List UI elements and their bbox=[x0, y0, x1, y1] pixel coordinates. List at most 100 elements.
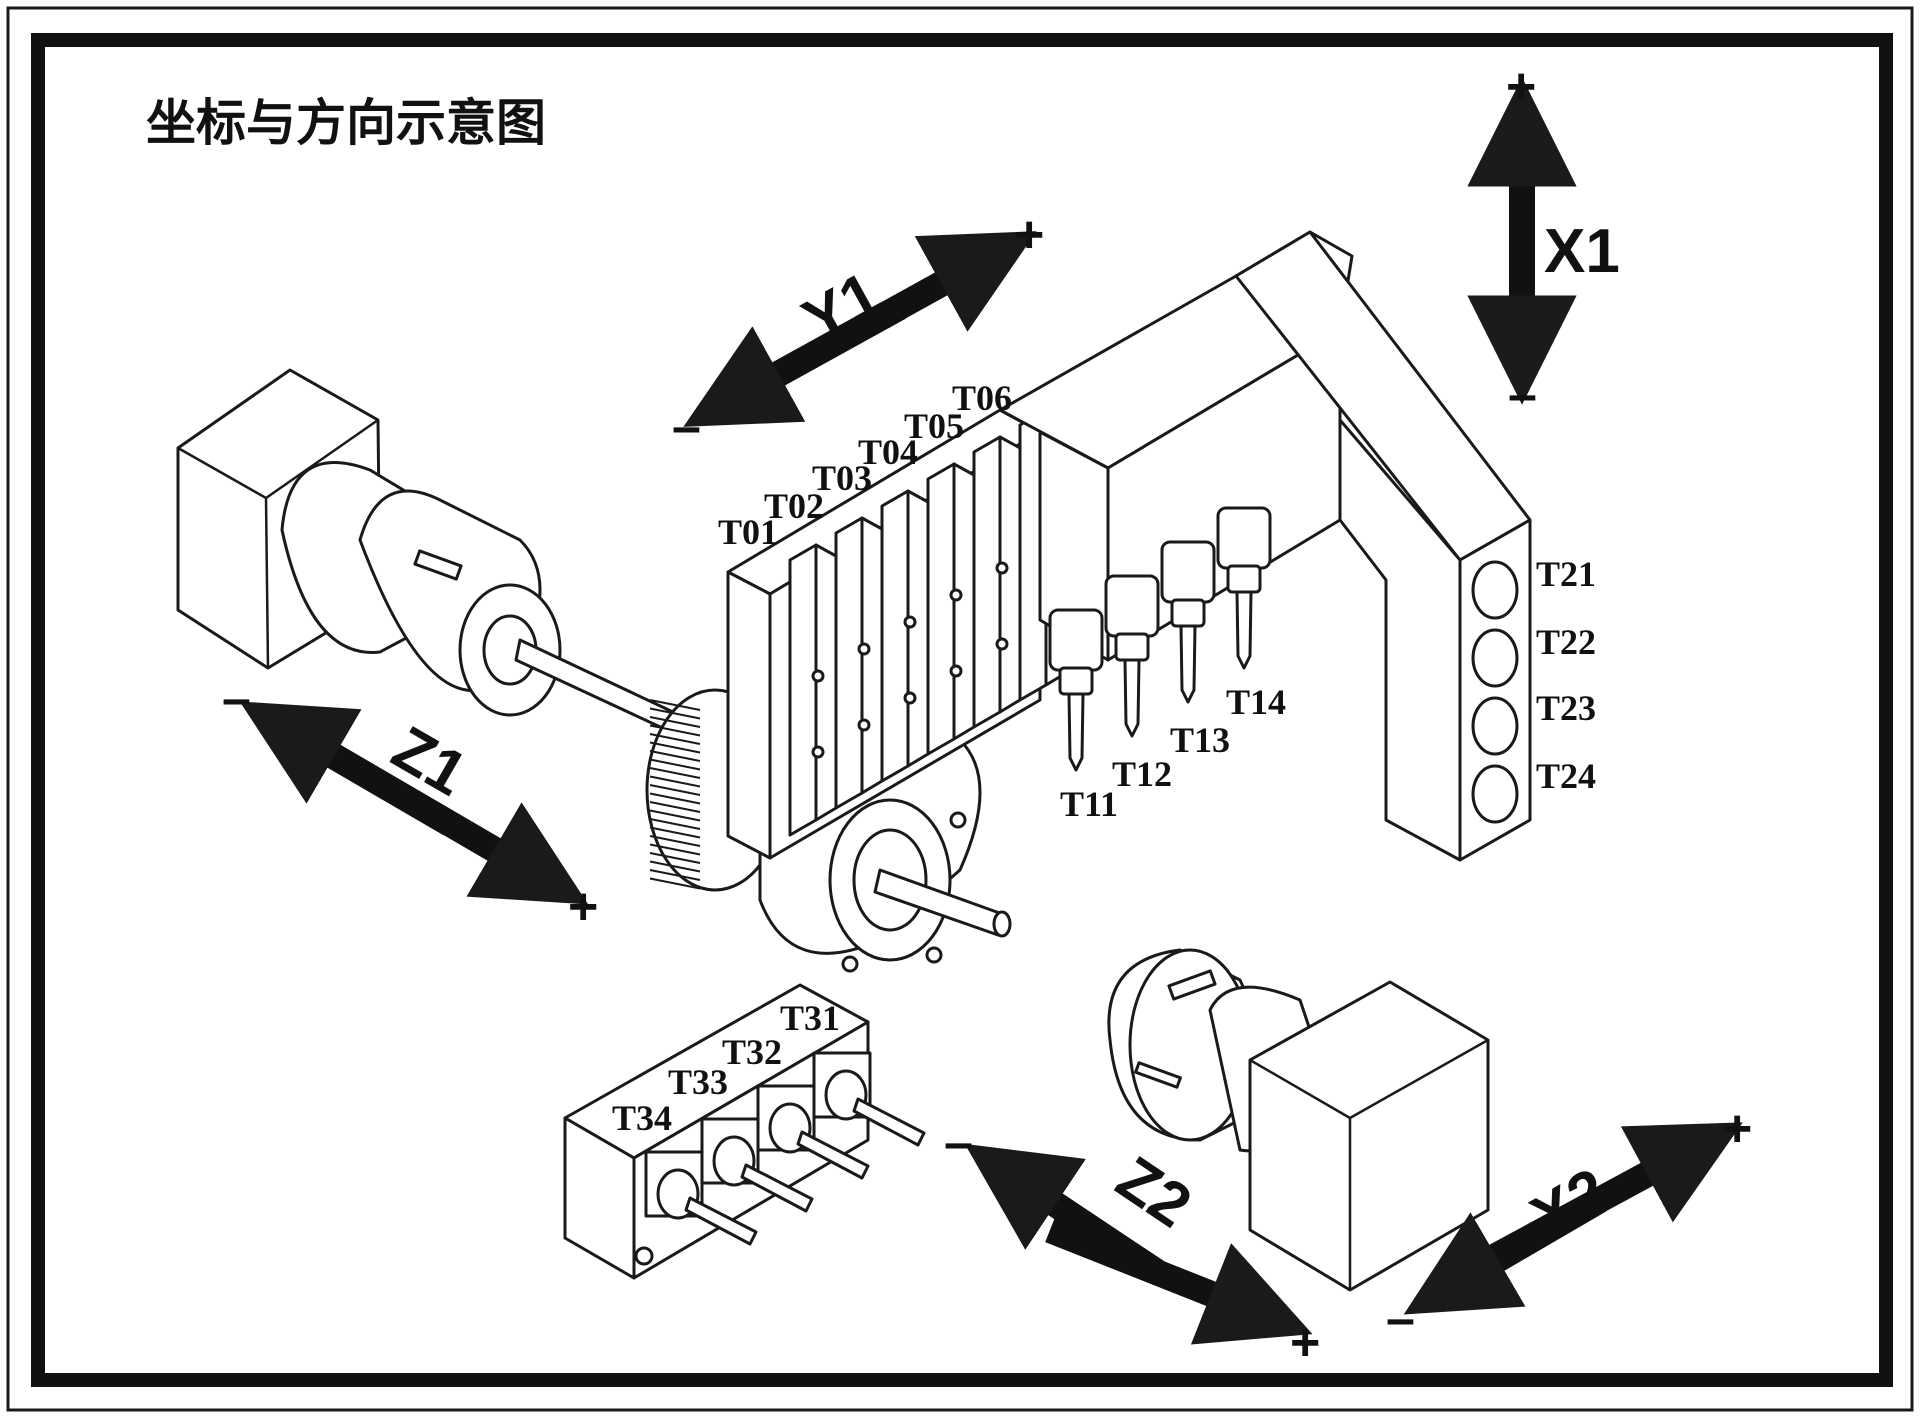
tool-label: T31 bbox=[780, 998, 840, 1038]
gear-tooth bbox=[649, 877, 701, 890]
gear-tooth bbox=[649, 699, 701, 711]
tool-slot-side bbox=[814, 543, 838, 822]
tool-slot bbox=[834, 516, 864, 810]
tool-hole bbox=[1471, 628, 1519, 688]
screw bbox=[949, 588, 963, 602]
spindle-collar bbox=[1048, 608, 1104, 672]
drill-bit bbox=[852, 1097, 926, 1147]
screw bbox=[995, 561, 1009, 575]
gear-tooth bbox=[649, 707, 701, 720]
tool-label: T24 bbox=[1536, 756, 1596, 796]
gear-tooth bbox=[649, 852, 701, 864]
screw bbox=[903, 691, 917, 705]
tool-labels: T01 T02 T03 T04 T05 T06 T11 T12 T13 T14 … bbox=[612, 378, 1596, 1138]
axis-z2-plus: + bbox=[1290, 1314, 1320, 1372]
axis-x1: X1 + – bbox=[1467, 58, 1620, 424]
gear-tooth bbox=[649, 767, 701, 779]
tool-label: T33 bbox=[668, 1062, 728, 1102]
axis-z1: Z1 + – bbox=[222, 670, 598, 936]
spindle-nut bbox=[1114, 632, 1150, 662]
axis-z1-minus: – bbox=[222, 670, 251, 728]
screw bbox=[995, 637, 1009, 651]
gear-tooth bbox=[649, 801, 701, 813]
tool-label: T14 bbox=[1226, 682, 1286, 722]
tool-label: T23 bbox=[1536, 688, 1596, 728]
spindle-nut bbox=[1058, 666, 1094, 696]
gear-tooth bbox=[649, 809, 701, 822]
axis-y1-plus: + bbox=[1014, 206, 1044, 264]
tool-slot-side bbox=[906, 489, 930, 768]
gear-tooth bbox=[649, 860, 701, 873]
gear-tooth bbox=[649, 843, 701, 856]
axis-z2-minus: – bbox=[944, 1114, 973, 1172]
gear-tooth bbox=[649, 826, 701, 839]
axis-x2-minus: – bbox=[1386, 1290, 1415, 1348]
spindle-collar bbox=[1216, 506, 1272, 570]
diagram-title: 坐标与方向示意图 bbox=[146, 94, 546, 152]
drill-bit bbox=[1235, 590, 1253, 670]
spindle-collar bbox=[1104, 574, 1160, 638]
tool-label: T05 bbox=[904, 406, 964, 446]
spindle-collar bbox=[1160, 540, 1216, 604]
tool-label: T03 bbox=[812, 458, 872, 498]
main-spindle bbox=[176, 368, 692, 740]
axis-x1-minus: – bbox=[1508, 366, 1537, 424]
axis-y1-minus: – bbox=[672, 398, 701, 456]
inner-frame bbox=[31, 33, 1893, 1387]
tool-slot-side bbox=[860, 516, 884, 795]
tool-slot bbox=[972, 435, 1002, 729]
screw bbox=[857, 642, 871, 656]
spindle-nut bbox=[1170, 598, 1206, 628]
side-column bbox=[1234, 230, 1532, 862]
drill-bit bbox=[1067, 692, 1085, 772]
screw bbox=[811, 745, 825, 759]
axis-x2-plus: + bbox=[1722, 1100, 1752, 1158]
gear-tooth bbox=[649, 741, 701, 754]
tool-label: T11 bbox=[1060, 784, 1118, 824]
gear-tooth bbox=[649, 818, 701, 830]
tool-label: T21 bbox=[1536, 554, 1596, 594]
screw bbox=[811, 669, 825, 683]
gear-tooth bbox=[649, 750, 701, 762]
gear-tooth bbox=[649, 724, 701, 737]
tool-slot-side bbox=[952, 462, 976, 741]
drill-bit bbox=[1123, 658, 1141, 738]
tool-label: T01 bbox=[718, 512, 778, 552]
tool-hole bbox=[1471, 764, 1519, 824]
screw bbox=[903, 615, 917, 629]
gear-tooth bbox=[649, 716, 701, 728]
lower-tool-block bbox=[563, 983, 926, 1280]
sub-spindle bbox=[1107, 948, 1490, 1292]
drill-bit bbox=[796, 1130, 870, 1180]
tool-label: T22 bbox=[1536, 622, 1596, 662]
gear-tooth bbox=[649, 792, 701, 805]
axis-x1-label: X1 bbox=[1544, 217, 1620, 286]
axis-y1-label: Y1 bbox=[792, 259, 892, 356]
axis-x1-plus: + bbox=[1506, 58, 1536, 116]
upper-head bbox=[998, 230, 1354, 772]
tool-slot bbox=[788, 543, 818, 837]
tool-slot bbox=[880, 489, 910, 783]
screw bbox=[857, 718, 871, 732]
gear-tooth bbox=[649, 835, 701, 847]
tool-slot-side bbox=[998, 435, 1022, 714]
outer-frame bbox=[6, 6, 1914, 1412]
tool-hole bbox=[1471, 696, 1519, 756]
tool-label: T12 bbox=[1112, 754, 1172, 794]
axis-z2-label: Z2 bbox=[1104, 1144, 1203, 1242]
spindle-nut bbox=[1226, 564, 1262, 594]
drill-bit bbox=[740, 1163, 814, 1213]
drill-bit bbox=[684, 1196, 758, 1246]
gear-tooth bbox=[649, 758, 701, 771]
tool-label: T34 bbox=[612, 1098, 672, 1138]
drill-bit bbox=[1179, 624, 1197, 704]
gear-tooth bbox=[649, 784, 701, 796]
tool-hole bbox=[1471, 560, 1519, 620]
axis-x2: X2 + – bbox=[1386, 1100, 1752, 1348]
tool-label: T06 bbox=[952, 378, 1012, 418]
gear-tooth bbox=[649, 869, 701, 881]
tool-label: T32 bbox=[722, 1032, 782, 1072]
gear-tooth bbox=[649, 733, 701, 745]
screw bbox=[949, 664, 963, 678]
tool-label: T04 bbox=[858, 432, 918, 472]
